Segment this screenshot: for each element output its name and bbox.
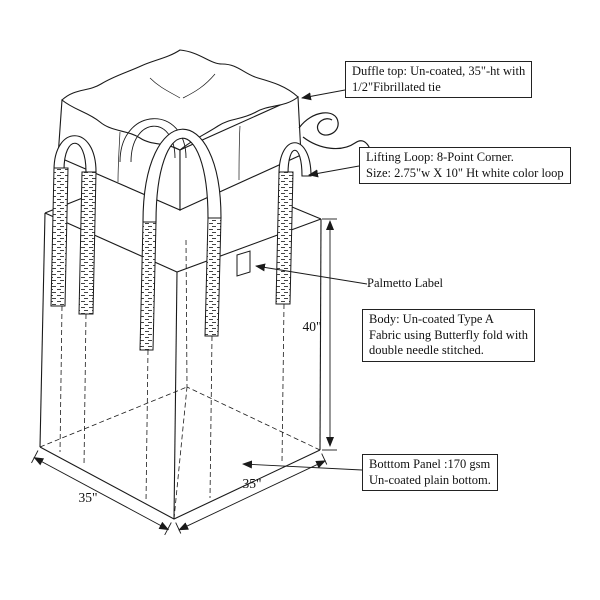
palmetto-label-tag xyxy=(236,250,251,277)
body-callout-box: Body: Un-coated Type A Fabric using Butt… xyxy=(362,309,536,362)
duffle-callout-line2: 1/2"Fibrillated tie xyxy=(352,79,441,94)
width-right-dimension-label: 35" xyxy=(242,476,262,491)
bottom-callout-box: Botttom Panel :170 gsm Un-coated plain b… xyxy=(362,454,498,492)
lifting-loop-callout-box: Lifting Loop: 8-Point Corner. Size: 2.75… xyxy=(359,147,571,185)
lifting-loop-callout-line2: Size: 2.75"w X 10" Ht white color loop xyxy=(366,165,564,180)
strap-left-outer xyxy=(50,167,69,307)
duffle-callout-line1: Duffle top: Un-coated, 35"-ht with xyxy=(352,64,526,78)
bottom-callout-line2: Un-coated plain bottom. xyxy=(369,472,491,487)
palmetto-label-text: Palmetto Label xyxy=(367,276,444,290)
fibrillated-tie xyxy=(298,112,371,150)
strap-left-inner xyxy=(78,171,97,315)
hidden-edges xyxy=(39,239,321,520)
palmetto-leader xyxy=(255,263,368,285)
back-loop-arch xyxy=(119,118,187,163)
height-dimension-label: 40" xyxy=(302,319,322,334)
duffle-leader xyxy=(301,89,346,101)
strap-front-left xyxy=(139,221,157,351)
strap-front-right xyxy=(204,217,222,337)
dimension-lines xyxy=(31,218,337,536)
lifting-loop-leader xyxy=(308,165,360,178)
lifting-loop-callout-line1: Lifting Loop: 8-Point Corner. xyxy=(366,150,514,164)
bottom-callout-line1: Botttom Panel :170 gsm xyxy=(369,457,491,471)
lifting-loops xyxy=(53,118,312,223)
strap-right xyxy=(275,171,294,305)
body-callout-line3: double needle stitched. xyxy=(369,343,484,358)
body-callout-line2: Fabric using Butterfly fold with xyxy=(369,327,529,342)
width-left-dimension-label: 35" xyxy=(78,490,98,505)
duffle-callout-box: Duffle top: Un-coated, 35"-ht with 1/2"F… xyxy=(345,61,533,99)
leader-lines xyxy=(242,89,368,471)
bottom-leader xyxy=(242,460,363,471)
body-callout-line1: Body: Un-coated Type A xyxy=(369,312,494,326)
